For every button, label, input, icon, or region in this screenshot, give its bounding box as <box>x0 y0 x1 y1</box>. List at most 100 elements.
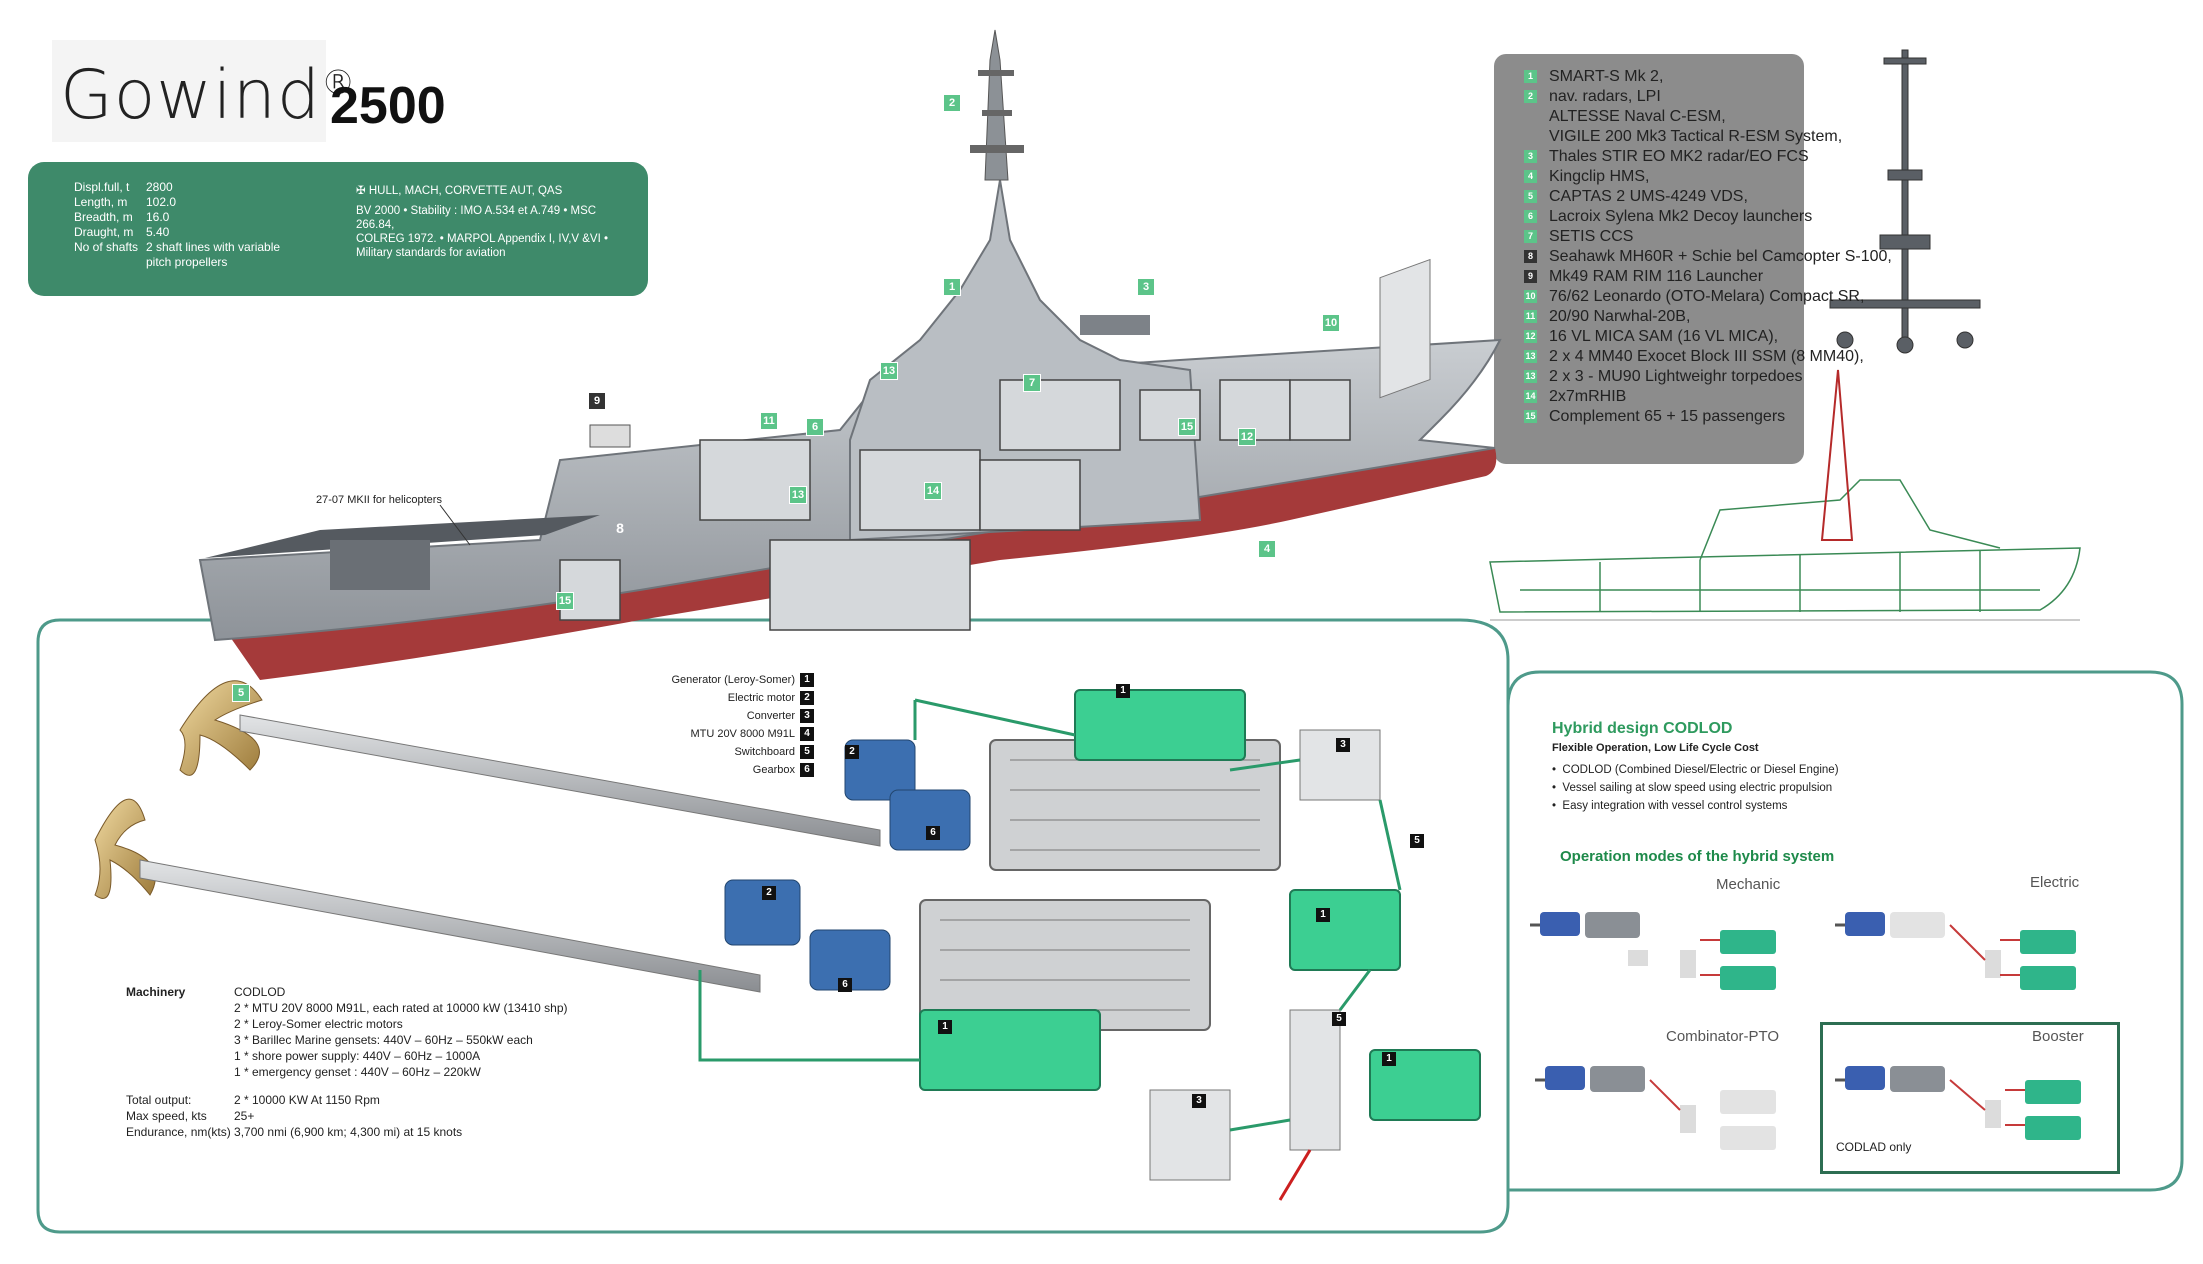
equipment-num: 3 <box>800 709 814 723</box>
mode-label-electric: Electric <box>2030 874 2080 891</box>
ship-callout: 14 <box>924 482 942 500</box>
mode-combinator-diagram <box>1535 1066 1776 1150</box>
ship-callout: 8 <box>616 520 624 536</box>
ship-callout: 1 <box>943 278 961 296</box>
modes-title: Operation modes of the hybrid system <box>1560 848 1835 865</box>
hybrid-bullet: • Easy integration with vessel control s… <box>1552 800 1788 812</box>
machinery-line: 3 * Barillec Marine gensets: 440V – 60Hz… <box>234 1033 533 1047</box>
mode-booster-diagram <box>1835 1066 2081 1140</box>
equipment-num: 2 <box>800 691 814 705</box>
equipment-label: MTU 20V 8000 M91L <box>690 728 795 740</box>
equipment-num: 1 <box>800 673 814 687</box>
equipment-label: Electric motor <box>727 692 795 704</box>
ship-callout: 12 <box>1238 428 1256 446</box>
booster-highlight-box <box>1820 1022 2120 1174</box>
ship-callout: 4 <box>1258 540 1276 558</box>
endurance: Endurance, nm(kts) 3,700 nmi (6,900 km; … <box>126 1125 463 1139</box>
machine-tag: 2 <box>762 886 776 900</box>
classification-line: ✠ HULL, MACH, CORVETTE AUT, QAS <box>356 185 563 197</box>
mode-label-mechanic: Mechanic <box>1716 876 1781 893</box>
weapon-item: ALTESSE Naval C-ESM, <box>1549 108 1726 125</box>
machinery-line: 1 * emergency genset : 440V – 60Hz – 220… <box>234 1065 481 1079</box>
machinery-line: CODLOD <box>234 985 286 999</box>
machine-tag: 1 <box>1382 1052 1396 1066</box>
hybrid-title: Hybrid design CODLOD <box>1552 720 1733 737</box>
machinery-line: 2 * Leroy-Somer electric motors <box>234 1017 403 1031</box>
mode-mechanic-diagram <box>1530 912 1776 990</box>
equipment-num: 4 <box>800 727 814 741</box>
mode-label-combinator: Combinator-PTO <box>1666 1028 1780 1045</box>
ship-callout: 10 <box>1322 314 1340 332</box>
machine-tag: 3 <box>1192 1094 1206 1108</box>
ship-callout: 7 <box>1023 374 1041 392</box>
ship-callout: 13 <box>789 486 807 504</box>
ship-callout: 15 <box>1178 418 1196 436</box>
classification-line: COLREG 1972. • MARPOL Appendix I, IV,V &… <box>356 233 609 245</box>
machine-tag: 5 <box>1332 1012 1346 1026</box>
ship-mast <box>984 29 1009 181</box>
weapons-panel <box>1494 54 1804 464</box>
classification-line: BV 2000 • Stability : IMO A.534 et A.749… <box>356 205 597 231</box>
hybrid-bullet: • Vessel sailing at slow speed using ele… <box>1552 782 1833 794</box>
machine-tag: 5 <box>1410 834 1424 848</box>
hybrid-subtitle: Flexible Operation, Low Life Cycle Cost <box>1552 742 1759 754</box>
machinery-line: 2 * MTU 20V 8000 M91L, each rated at 100… <box>234 1001 568 1015</box>
total-output-value: 2 * 10000 KW At 1150 Rpm <box>234 1093 380 1107</box>
codlad-note: CODLAD only <box>1836 1140 1912 1154</box>
cross-icon: ✠ <box>356 185 366 197</box>
machine-tag: 1 <box>1316 908 1330 922</box>
propeller-lower <box>94 798 156 899</box>
equipment-label: Gearbox <box>752 764 795 776</box>
ship-callout: 13 <box>880 362 898 380</box>
title-brand: Gowind® <box>60 56 357 135</box>
ship-callout: 3 <box>1137 278 1155 296</box>
ship-callout: 5 <box>232 684 250 702</box>
equipment-label: Switchboard <box>734 746 795 758</box>
title-background <box>52 40 326 142</box>
profile-elevation-drawing <box>1489 479 2081 613</box>
ship-callout: 15 <box>556 592 574 610</box>
mode-label-booster: Booster <box>2032 1028 2084 1045</box>
machine-tag: 6 <box>926 826 940 840</box>
equipment-label: Generator (Leroy-Somer) <box>671 674 796 686</box>
machine-tag: 2 <box>845 745 859 759</box>
propeller-upper <box>179 680 263 776</box>
weapon-item: VIGILE 200 Mk3 Tactical R-ESM System, <box>1549 128 1843 145</box>
ship-callout: 2 <box>943 94 961 112</box>
mast-drawing <box>1829 49 1981 354</box>
hybrid-bullet: • CODLOD (Combined Diesel/Electric or Di… <box>1552 764 1839 776</box>
machine-tag: 1 <box>1116 684 1130 698</box>
mode-electric-diagram <box>1835 912 2076 990</box>
machine-tag: 6 <box>838 978 852 992</box>
max-speed-label: Max speed, kts <box>126 1109 207 1123</box>
ship-callout: 9 <box>588 392 606 410</box>
machinery-heading: Machinery <box>126 985 186 999</box>
equipment-label: Converter <box>746 710 795 722</box>
ship-callout: 6 <box>806 418 824 436</box>
max-speed-value: 25+ <box>234 1109 255 1123</box>
helicopter-label: 27-07 MKII for helicopters <box>316 494 442 506</box>
classification-text: ✠ HULL, MACH, CORVETTE AUT, QAS BV 2000 … <box>356 184 636 260</box>
